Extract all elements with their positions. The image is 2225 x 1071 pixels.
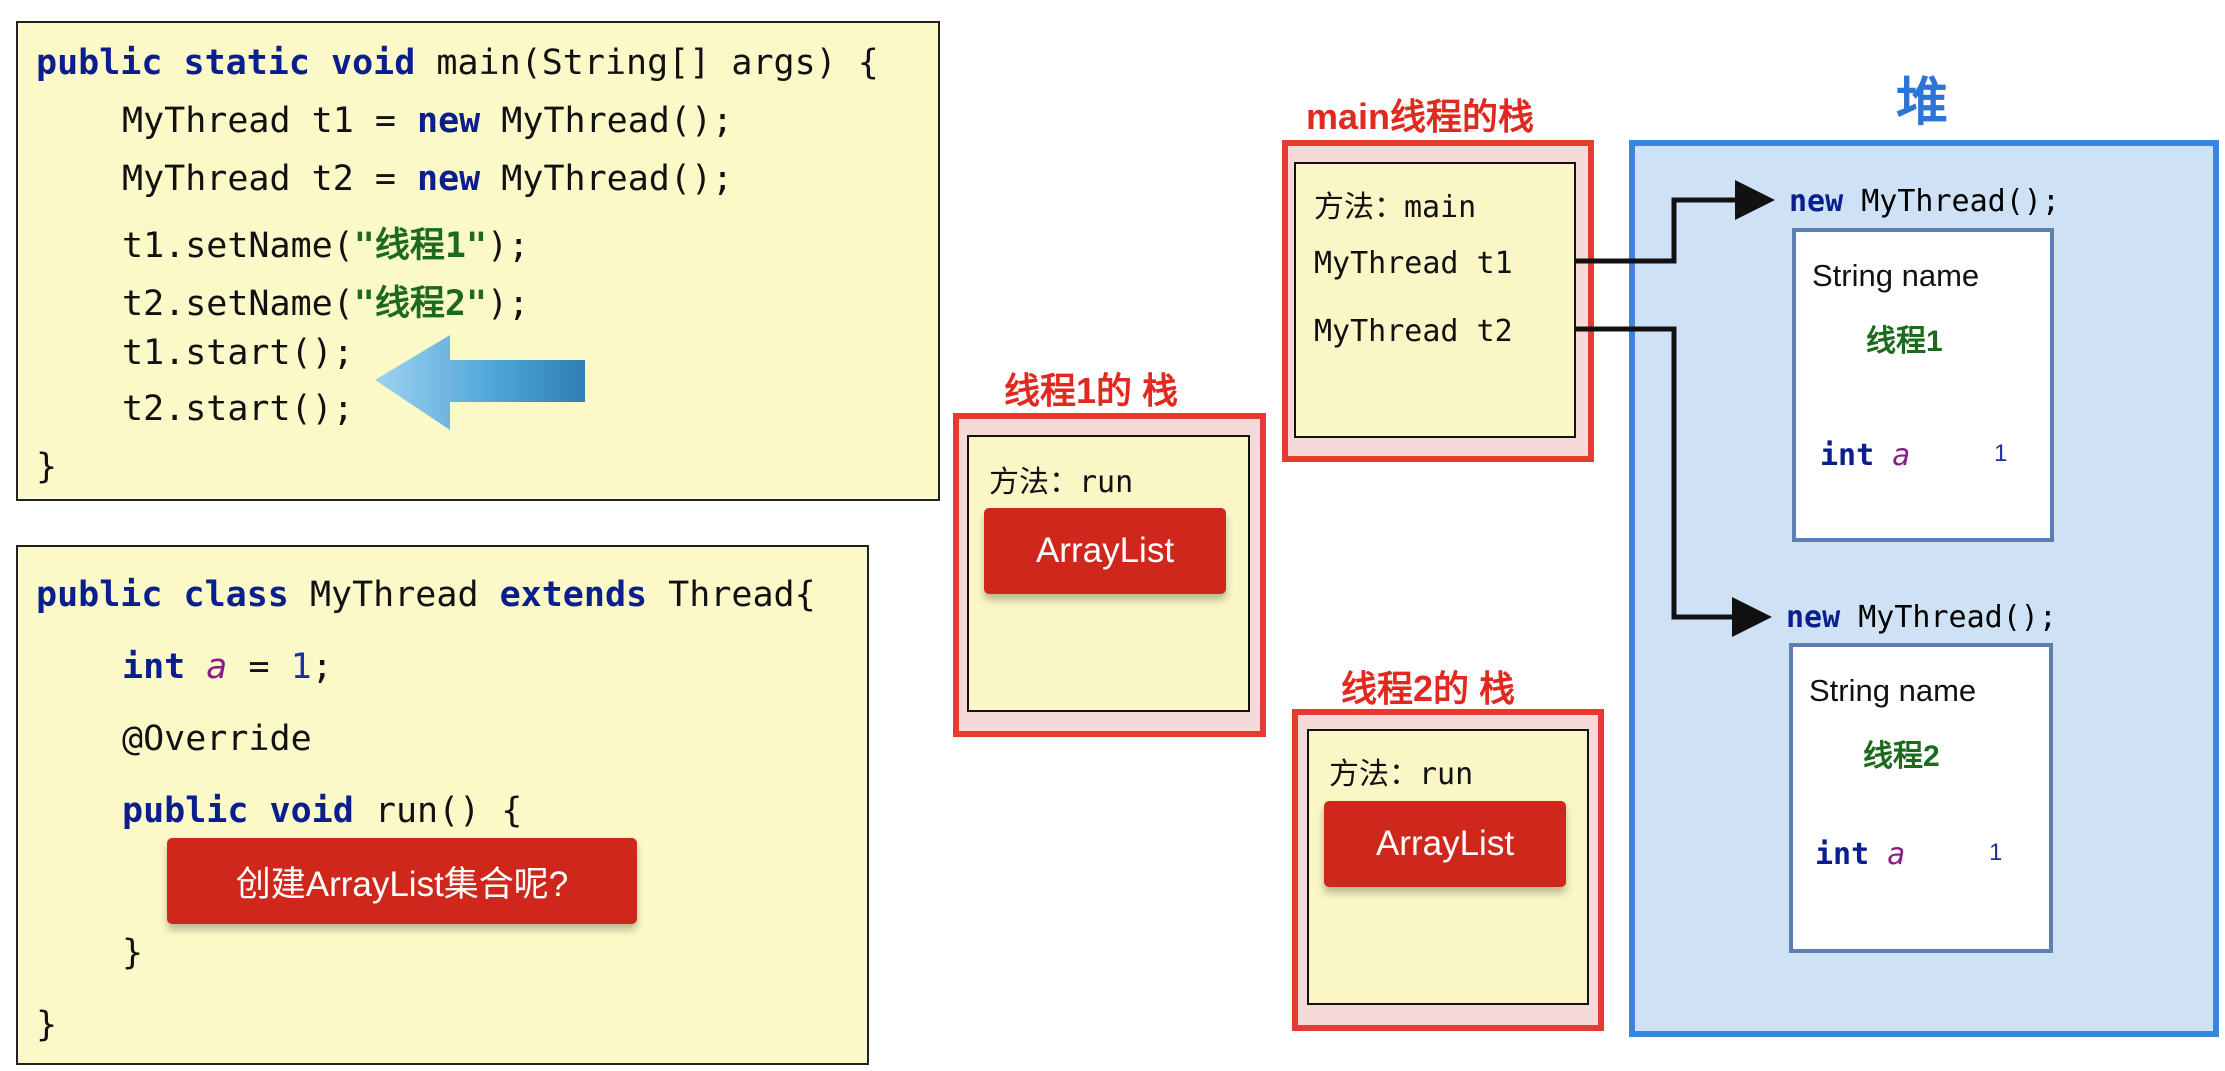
thread2-stack-method: 方法：run bbox=[1329, 757, 1474, 792]
code-line-t1-start: t1.start(); bbox=[122, 333, 354, 373]
obj2-int-a: int a bbox=[1815, 837, 1906, 872]
heap-new-label-2: new MyThread(); bbox=[1786, 600, 2057, 635]
obj1-int-value: 1 bbox=[1994, 440, 2008, 467]
obj2-name-value: 线程2 bbox=[1863, 740, 1940, 773]
ref-arrow-t2 bbox=[1575, 326, 1772, 637]
code-line-t2-new: MyThread t2 = new MyThread(); bbox=[122, 159, 734, 199]
code-line-t2-start: t2.start(); bbox=[122, 389, 354, 429]
main-stack-title: main线程的栈 bbox=[1306, 96, 1535, 137]
obj1-field-name: String name bbox=[1812, 258, 1980, 293]
pointer-arrow-icon bbox=[375, 335, 585, 430]
code-line-field-a: int a = 1; bbox=[122, 647, 333, 687]
code-line-t2-setname: t2.setName("线程2"); bbox=[122, 284, 530, 324]
heap-title: 堆 bbox=[1896, 74, 1949, 132]
thread2-arraylist: ArrayList bbox=[1324, 801, 1566, 887]
thread1-stack-method: 方法：run bbox=[989, 465, 1134, 500]
code-line-class-close: } bbox=[36, 1005, 58, 1045]
ref-arrow-t1 bbox=[1575, 180, 1775, 264]
code-line-close-brace: } bbox=[36, 447, 58, 487]
thread1-stack-title: 线程1的 栈 bbox=[1004, 370, 1179, 411]
code-line-override: @Override bbox=[122, 719, 312, 759]
code-line-run-close: } bbox=[122, 933, 144, 973]
code-line-run-decl: public void run() { bbox=[122, 791, 523, 831]
thread1-arraylist: ArrayList bbox=[984, 508, 1226, 594]
thread2-stack-title: 线程2的 栈 bbox=[1341, 668, 1516, 709]
code-line-t1-new: MyThread t1 = new MyThread(); bbox=[122, 101, 734, 141]
heap-object-thread1: String name 线程1 int a 1 bbox=[1792, 228, 2054, 542]
code-line-class-decl: public class MyThread extends Thread{ bbox=[36, 575, 816, 615]
heap-object-thread2: String name 线程2 int a 1 bbox=[1789, 643, 2053, 953]
obj1-int-a: int a bbox=[1820, 438, 1911, 473]
code-line-t1-setname: t1.setName("线程1"); bbox=[122, 226, 530, 266]
obj1-name-value: 线程1 bbox=[1866, 325, 1943, 358]
obj2-int-value: 1 bbox=[1989, 839, 2003, 866]
main-method-code: public static void main(String[] args) {… bbox=[16, 21, 940, 501]
main-stack-var-t1: MyThread t1 bbox=[1314, 246, 1513, 281]
code-line-main-signature: public static void main(String[] args) { bbox=[36, 43, 879, 83]
main-stack-method: 方法：main bbox=[1314, 190, 1477, 225]
main-stack-frame: 方法：main MyThread t1 MyThread t2 bbox=[1294, 162, 1576, 438]
heap-new-label-1: new MyThread(); bbox=[1789, 184, 2060, 219]
question-callout: 创建ArrayList集合呢? bbox=[167, 838, 637, 924]
mythread-class-code: public class MyThread extends Thread{ in… bbox=[16, 545, 869, 1065]
obj2-field-name: String name bbox=[1809, 673, 1977, 708]
main-stack-var-t2: MyThread t2 bbox=[1314, 314, 1513, 349]
